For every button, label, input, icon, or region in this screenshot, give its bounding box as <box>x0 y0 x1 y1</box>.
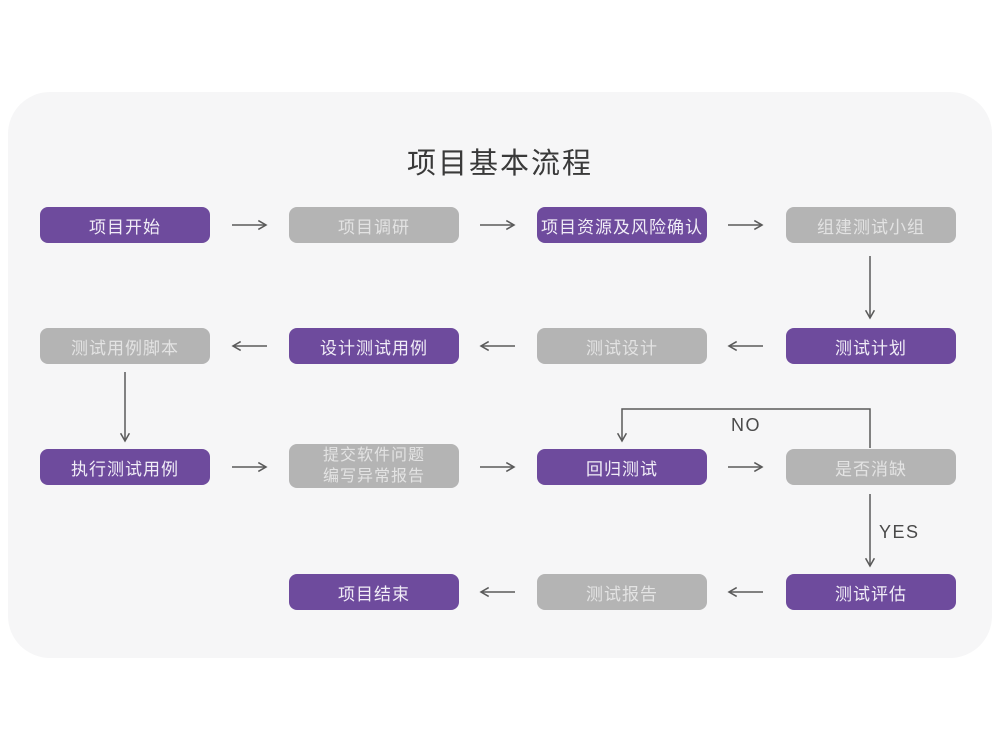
node-regression-test: 回归测试 <box>537 449 707 485</box>
node-test-case-script: 测试用例脚本 <box>40 328 210 364</box>
node-project-start: 项目开始 <box>40 207 210 243</box>
node-project-end: 项目结束 <box>289 574 459 610</box>
node-resources-and-risk: 项目资源及风险确认 <box>537 207 707 243</box>
page-title: 项目基本流程 <box>406 148 593 180</box>
edge-label-no: NO <box>731 415 761 435</box>
node-build-test-team: 组建测试小组 <box>786 207 956 243</box>
node-defect-resolved: 是否消缺 <box>786 449 956 485</box>
node-test-report: 测试报告 <box>537 574 707 610</box>
node-project-research: 项目调研 <box>289 207 459 243</box>
node-test-plan: 测试计划 <box>786 328 956 364</box>
node-submit-issue-report: 提交软件问题 编写异常报告 <box>289 444 459 488</box>
edge-label-yes: YES <box>879 522 920 542</box>
flowchart-card-background <box>8 92 992 658</box>
node-test-design: 测试设计 <box>537 328 707 364</box>
node-test-evaluation: 测试评估 <box>786 574 956 610</box>
node-execute-test-case: 执行测试用例 <box>40 449 210 485</box>
node-design-test-case: 设计测试用例 <box>289 328 459 364</box>
